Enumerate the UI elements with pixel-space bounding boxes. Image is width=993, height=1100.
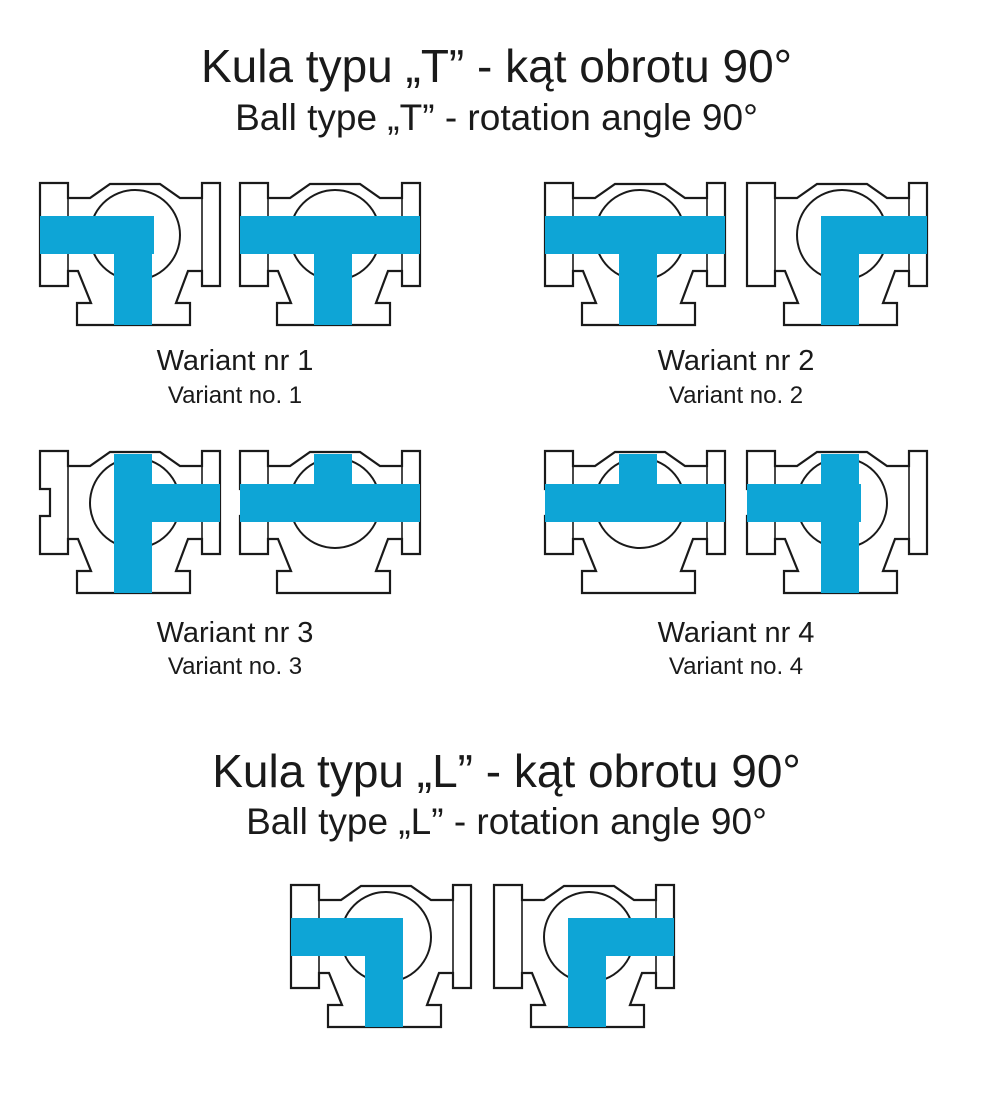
variant-2-label-pl: Wariant nr 2 [657, 345, 815, 377]
flow-stem-down [619, 216, 657, 325]
variant-1-diagram-a [38, 181, 222, 327]
variant-1-label-pl: Wariant nr 1 [156, 345, 314, 377]
valve-body-outline [543, 449, 727, 595]
variant-3-label-pl: Wariant nr 3 [156, 617, 314, 649]
variant-2-diagram-b [745, 181, 929, 327]
variant-4-diagram-b [745, 449, 929, 595]
variant-1-label-en: Variant no. 1 [167, 382, 303, 409]
variant-2-diagram-a [543, 181, 727, 327]
l-diagram-b [492, 883, 676, 1029]
flow-stem-up [314, 454, 352, 522]
flow-stem-down [314, 216, 352, 325]
l-diagram-a [289, 883, 473, 1029]
flow-stem-up [619, 454, 657, 522]
valve-body-outline [38, 449, 222, 595]
variant-3-diagram-b [238, 449, 422, 595]
variant-4-label-pl: Wariant nr 4 [657, 617, 815, 649]
valve-body-outline [238, 449, 422, 595]
t-section-title-pl: Kula typu „T” - kąt obrotu 90° [200, 40, 793, 92]
flow-stem-full [821, 454, 859, 593]
flow-stem-down [821, 216, 859, 325]
variant-1-diagram-b [238, 181, 422, 327]
flow-l-vertical [568, 918, 606, 1027]
flow-stem-down [114, 216, 152, 325]
variant-3-label-en: Variant no. 3 [167, 653, 303, 680]
flow-l-vertical [365, 918, 403, 1027]
variant-2-label-en: Variant no. 2 [668, 382, 804, 409]
variant-3-diagram-a [38, 449, 222, 595]
valve-body-outline [745, 449, 929, 595]
l-section-title-en: Ball type „L” - rotation angle 90° [246, 801, 767, 842]
l-section-title-pl: Kula typu „L” - kąt obrotu 90° [212, 745, 801, 797]
variant-4-label-en: Variant no. 4 [668, 653, 804, 680]
flow-stem-full [114, 454, 152, 593]
t-section-title-en: Ball type „T” - rotation angle 90° [235, 97, 758, 138]
variant-4-diagram-a [543, 449, 727, 595]
